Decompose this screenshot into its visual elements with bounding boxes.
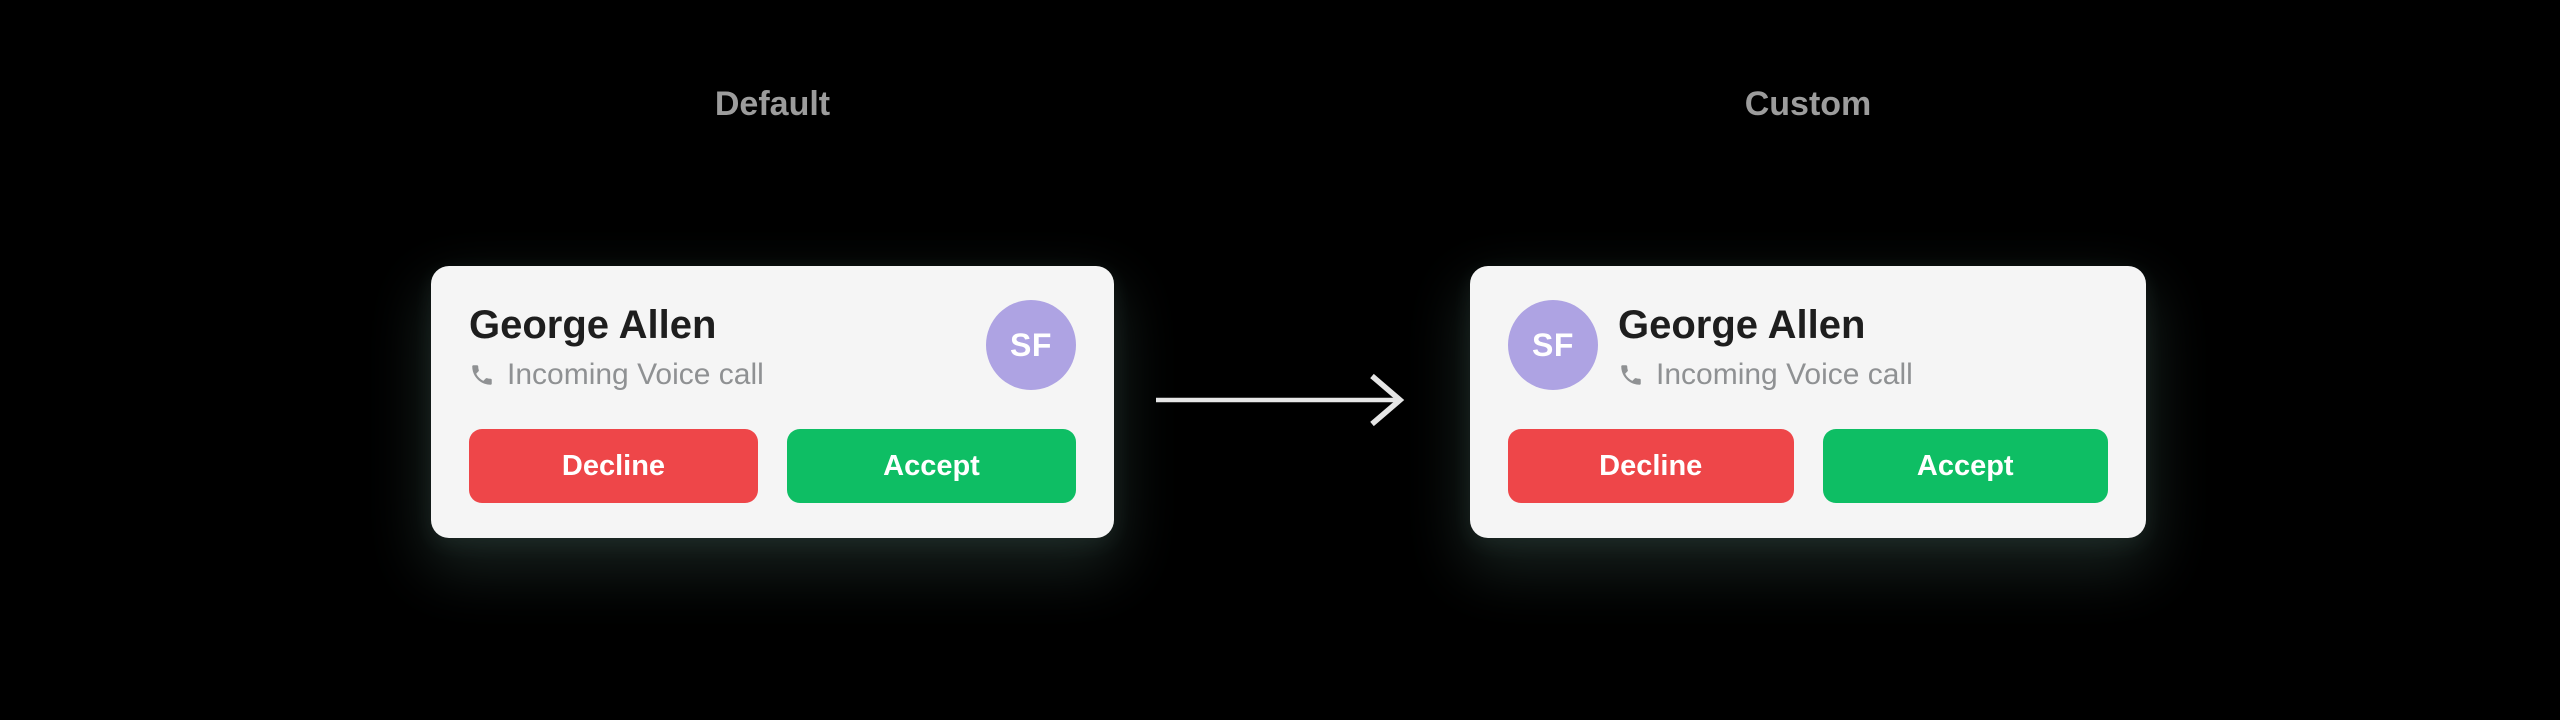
- call-actions: Decline Accept: [469, 429, 1076, 503]
- incoming-call-card-default: George Allen Incoming Voice call SF Decl…: [431, 266, 1114, 538]
- caller-name: George Allen: [469, 303, 717, 347]
- decline-button[interactable]: Decline: [469, 429, 758, 503]
- card-header: George Allen Incoming Voice call SF: [469, 300, 1076, 394]
- call-status: Incoming Voice call: [469, 356, 764, 394]
- call-status: Incoming Voice call: [1618, 356, 1913, 394]
- panel-custom: Custom SF George Allen Incoming Voice ca…: [1470, 84, 2146, 538]
- call-status-text: Incoming Voice call: [1656, 358, 1913, 391]
- incoming-call-card-custom: SF George Allen Incoming Voice call Decl…: [1470, 266, 2146, 538]
- avatar: SF: [986, 300, 1076, 390]
- call-actions: Decline Accept: [1508, 429, 2108, 503]
- section-label-custom: Custom: [1744, 85, 1872, 123]
- phone-icon: [469, 362, 495, 388]
- avatar: SF: [1508, 300, 1598, 390]
- section-label-default: Default: [714, 85, 831, 123]
- caller-name: George Allen: [1618, 303, 1866, 347]
- accept-button[interactable]: Accept: [787, 429, 1076, 503]
- phone-icon: [1618, 362, 1644, 388]
- panel-default: Default George Allen Incoming Voice call…: [431, 84, 1114, 538]
- card-header: SF George Allen Incoming Voice call: [1508, 300, 2108, 394]
- caller-info: George Allen Incoming Voice call: [469, 300, 764, 394]
- arrow-right-icon: [1150, 366, 1410, 434]
- accept-button[interactable]: Accept: [1822, 429, 2108, 503]
- caller-info: George Allen Incoming Voice call: [1618, 300, 1913, 394]
- call-status-text: Incoming Voice call: [507, 358, 764, 391]
- decline-button[interactable]: Decline: [1508, 429, 1794, 503]
